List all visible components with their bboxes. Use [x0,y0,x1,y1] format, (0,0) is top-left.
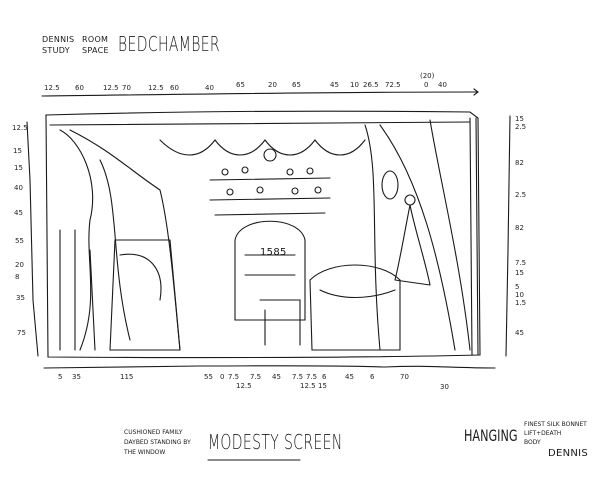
dimension-label-top: 0 [424,81,429,89]
dimension-label-left: 12.5 [12,124,28,132]
clock-number: 1585 [260,247,287,258]
title-room: Room [82,35,109,44]
dimension-label-bottom: 12.5 [300,382,316,390]
dimension-label-right: 15 [515,269,524,277]
dimension-label-top: 20 [268,81,277,89]
note-left-line-2: Daybed standing by [124,439,191,446]
shelf-ornaments [221,148,322,196]
dimension-label-top: 65 [236,81,245,89]
dimension-label-top: 40 [205,84,214,92]
room-frame [45,110,481,359]
title-dennis: Dennis [42,35,75,44]
dimension-label-bottom: 115 [120,373,134,381]
dimension-label-left: 15 [14,164,23,172]
right-curtain [364,119,471,351]
dimension-label-bottom: 12.5 [236,382,252,390]
dimension-label-left: 55 [15,237,24,245]
dimension-label-bottom: 45 [345,373,354,381]
dimension-label-top: 26.5 [363,81,379,89]
dimension-label-bottom: 55 [204,373,213,381]
dimension-label-top: 45 [330,81,339,89]
dimension-label-left: 8 [15,273,20,281]
dimension-label-left: 45 [14,209,23,217]
dimension-label-top: 70 [122,84,131,92]
dimension-label-right: 1.5 [515,299,527,307]
dimension-label-top: 12.5 [148,84,164,92]
dimension-label-bottom: 35 [72,373,81,381]
bottom-dimension-line [43,365,496,369]
oval-mirror [381,170,399,200]
left-dimension-line [26,121,39,357]
daybed [109,239,181,351]
dimension-label-bottom: 70 [400,373,409,381]
dimension-label-bottom: 7.5 [292,373,304,381]
cabinet [234,220,306,321]
dimension-label-right: 82 [515,224,524,232]
dimension-label-top: 65 [292,81,301,89]
right-dimension-line [505,115,511,357]
dimension-label-bottom: 7.5 [228,373,240,381]
dimension-label-right: 45 [515,329,524,337]
dimension-label-top: 12.5 [44,84,60,92]
dimension-label-bottom: 0 [220,373,225,381]
signature-dennis: Dennis [548,448,589,459]
dimension-label-right: 2.5 [515,123,527,131]
note-right-line-2: Lift+Death [524,430,562,437]
note-left-line-1: Cushioned family [124,429,183,436]
title-space: Space [82,46,109,55]
note-right-line-3: Body [524,439,541,446]
dimension-label-top: 60 [170,84,179,92]
dimension-label-bottom: 5 [58,373,63,381]
dimension-label-right: 5 [515,283,520,291]
dimension-label-right: 7.5 [515,259,527,267]
modesty-screen-title: Modesty Screen [208,430,343,454]
dimension-label-bottom: 6 [322,373,327,381]
dimension-label-top: 72.5 [385,81,401,89]
dimension-label-bottom: 15 [318,382,327,390]
dimension-label-right: 10 [515,291,524,299]
dimension-label-right: 2.5 [515,191,527,199]
hanging-title: Hanging [464,426,518,445]
page-title: Bedchamber [118,32,220,56]
dimension-label-top: 60 [75,84,84,92]
dimension-label-bottom: 7.5 [250,373,262,381]
title-study: Study [42,46,70,55]
dimension-label-top: 40 [438,81,447,89]
dimension-label-bottom: 45 [272,373,281,381]
dimension-label-right: 15 [515,115,524,123]
dimension-label-left: 75 [17,329,26,337]
chair [259,299,301,346]
dimension-label-top: 10 [350,81,359,89]
hanging-figure [394,204,431,286]
shelves [209,177,331,216]
dimension-label-top: 12.5 [103,84,119,92]
top-dimension-line [41,88,479,97]
dimension-label-bottom: 6 [370,373,375,381]
dimension-label-left: 20 [15,261,24,269]
note-right-line-1: Finest silk bonnet [524,421,587,428]
dimension-label-left: 35 [16,294,25,302]
dimension-label-bottom: 7.5 [306,373,318,381]
dimension-label-top: (20) [420,72,435,80]
dimension-label-bottom: 30 [440,383,449,391]
note-left-line-3: the window [124,449,166,456]
round-table [309,264,401,351]
dimension-label-right: 82 [515,159,524,167]
dimension-label-left: 15 [13,147,22,155]
canopy-swags [159,139,366,156]
dimension-label-left: 40 [14,184,23,192]
